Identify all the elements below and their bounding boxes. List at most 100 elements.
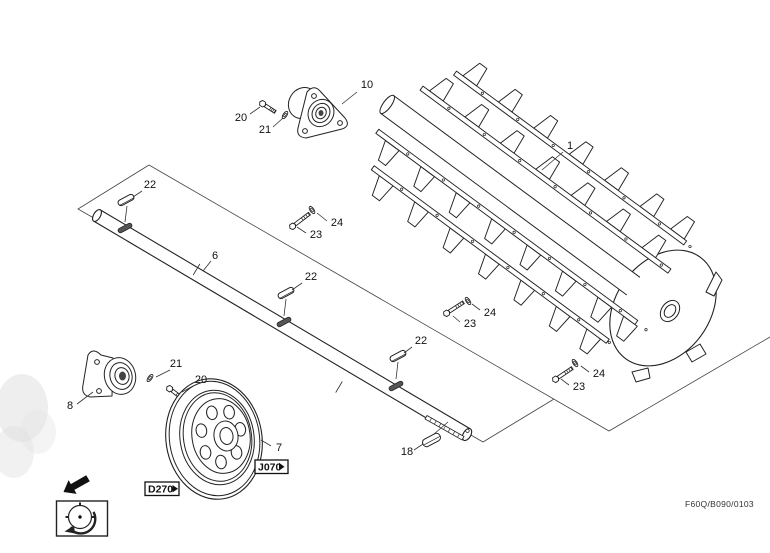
bar-bolt-hole	[587, 170, 591, 174]
key-part-22	[389, 349, 407, 363]
pulley-hole	[206, 405, 218, 421]
part-number-23-6: 23	[310, 229, 322, 241]
part-number-18-18: 18	[401, 446, 413, 458]
bar-bolt-hole	[622, 196, 626, 200]
bar-bolt-hole	[607, 340, 611, 344]
ref-box-d270-label: D270	[148, 484, 173, 496]
rotor-bar-strip	[370, 165, 610, 344]
pulley-hole	[215, 454, 227, 470]
part-number-22-8: 22	[305, 271, 317, 283]
part-number-21-2: 21	[259, 124, 271, 136]
leader-line-20-16	[181, 385, 194, 393]
catalog-link-arrow-icon	[172, 485, 178, 493]
part-number-23-10: 23	[464, 318, 476, 330]
rotor-bar	[419, 77, 672, 274]
leader-line-23-6	[296, 226, 307, 234]
leader-line-18-18	[413, 443, 424, 451]
bar-bolt-hole	[688, 244, 692, 249]
leader-line-24-12	[580, 365, 590, 373]
washer-part-21	[146, 374, 154, 382]
bar-bolt-hole	[480, 91, 484, 95]
assembly-direction-arrow-icon	[63, 475, 90, 494]
rotor-bar	[375, 128, 648, 342]
bar-bolt-hole	[447, 106, 451, 110]
bar-bolt-hole	[441, 178, 445, 182]
bar-bolt-hole	[551, 143, 555, 148]
bar-bolt-hole	[659, 263, 663, 267]
key-part-22	[277, 286, 295, 300]
ref-box-j070[interactable]: J070	[254, 459, 289, 475]
part-number-10-0: 10	[361, 79, 373, 91]
roll-pin-part-18	[422, 432, 441, 448]
bar-bolt-hole	[482, 132, 486, 137]
bar-bolt-hole	[588, 211, 593, 215]
bar-bolt-hole	[657, 222, 661, 226]
bearing-flange-part-10	[287, 87, 348, 139]
leader-line-22-11	[403, 346, 413, 354]
bolt-part-23	[289, 211, 312, 231]
bar-bolt-hole	[618, 309, 622, 313]
leader-line-6-7	[202, 260, 212, 272]
pulley-hole	[223, 404, 235, 420]
rotor-part-1	[370, 62, 723, 383]
bar-bolt-hole	[644, 328, 648, 332]
part-number-21-15: 21	[170, 358, 182, 370]
ref-box-j070-label: J070	[258, 462, 282, 474]
bar-bolt-hole	[506, 265, 510, 270]
leader-line-21-15	[155, 369, 171, 378]
rotor-tube	[379, 94, 641, 296]
rotor-bar	[453, 62, 695, 249]
rotor-bar-strip	[453, 70, 688, 246]
bolt-part-23	[552, 366, 574, 384]
drawing-code: F60Q/B090/0103	[685, 499, 754, 509]
bar-bolt-hole	[406, 152, 410, 156]
part-number-23-13: 23	[573, 381, 585, 393]
pulley-hole	[195, 423, 208, 438]
bar-bolt-hole	[553, 185, 557, 189]
paper-smudge	[0, 374, 56, 478]
pulley-hole	[199, 445, 212, 460]
part-number-8-14: 8	[67, 400, 73, 412]
rotor-bars-and-tines	[370, 62, 695, 355]
part-number-7-17: 7	[276, 442, 282, 454]
part-number-20-1: 20	[235, 112, 247, 124]
bar-bolt-hole	[518, 159, 522, 163]
bar-bolt-hole	[577, 318, 581, 322]
leader-line-22-4	[132, 190, 143, 198]
leader-line-24-5	[316, 212, 328, 222]
catalog-link-arrow-icon	[279, 462, 285, 471]
part-number-24-12: 24	[593, 368, 605, 380]
shaft-end-keyway	[424, 414, 465, 441]
bar-bolt-hole	[512, 230, 516, 234]
bolt-part-20	[259, 99, 277, 114]
bar-bolt-hole	[470, 239, 475, 243]
key-part-22-seated	[276, 316, 292, 328]
bearing-flange-part-8	[82, 350, 137, 398]
ref-box-d270[interactable]: D270	[144, 481, 180, 497]
bar-bolt-hole	[435, 213, 439, 217]
leader-line-22-8	[291, 282, 303, 291]
leader-line-23-13	[560, 378, 570, 386]
leader-line-21-2	[272, 117, 284, 128]
bar-bolt-hole	[477, 204, 481, 208]
rotor-bar	[370, 165, 611, 355]
part-number-20-16: 20	[195, 374, 207, 386]
part-number-24-9: 24	[484, 307, 496, 319]
leader-line-10-0	[341, 91, 358, 105]
washer-part-24	[571, 358, 579, 368]
leader-line-20-1	[249, 106, 261, 115]
leader-line-24-9	[471, 303, 481, 311]
leader-line-1-3	[541, 151, 564, 171]
bar-bolt-hole	[541, 292, 545, 296]
part-number-24-5: 24	[331, 217, 343, 229]
rotor-rotation-direction-icon	[55, 500, 109, 537]
leader-line-7-17	[260, 439, 272, 447]
bolt-part-23	[443, 300, 465, 318]
key-part-22-seated	[117, 222, 133, 234]
washer-part-24	[464, 296, 472, 306]
shaft-keys-part-22	[117, 193, 407, 392]
part-number-1-3: 1	[567, 140, 573, 152]
leader-line-23-10	[452, 315, 461, 323]
